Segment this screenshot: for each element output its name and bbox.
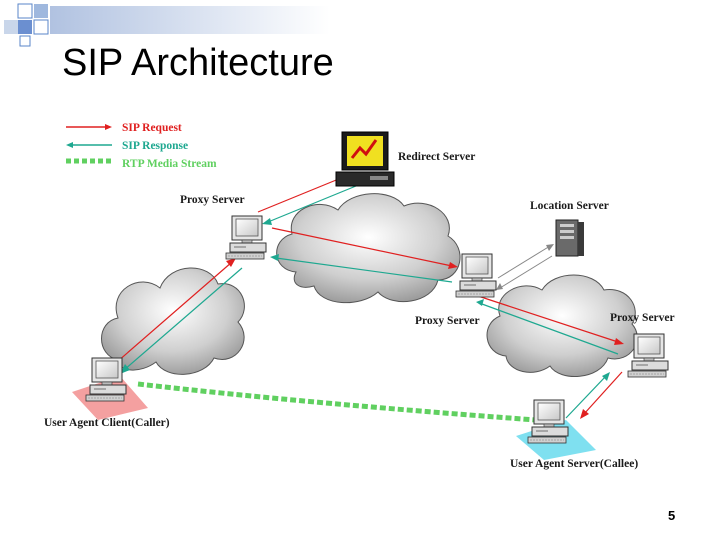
location-server: Location Server [530, 200, 609, 257]
legend-sip-request-label: SIP Request [122, 122, 182, 134]
legend-sip-response: SIP Response [66, 140, 188, 152]
proxy-server-right-label: Proxy Server [610, 312, 675, 324]
legend-sip-request: SIP Request [66, 122, 182, 134]
proxy-server-right: Proxy Server [610, 312, 675, 378]
location-server-label: Location Server [530, 200, 609, 212]
cloud-left [101, 267, 245, 375]
sip-response-arrows [120, 185, 619, 419]
user-agent-caller: User Agent Client(Caller) [44, 357, 170, 429]
redirect-server-label: Redirect Server [398, 151, 475, 163]
user-agent-caller-label: User Agent Client(Caller) [44, 417, 170, 429]
user-agent-callee: User Agent Server(Callee) [510, 399, 638, 470]
user-agent-callee-label: User Agent Server(Callee) [510, 458, 638, 470]
legend-sip-response-label: SIP Response [122, 140, 188, 152]
proxy-server-middle: Proxy Server [415, 253, 497, 327]
proxy-server-left: Proxy Server [180, 194, 267, 260]
legend-rtp-media-stream-label: RTP Media Stream [122, 158, 217, 170]
proxy-server-left-label: Proxy Server [180, 194, 245, 206]
proxy-server-middle-label: Proxy Server [415, 315, 480, 327]
slide-title: SIP Architecture [62, 42, 334, 84]
rtp-media-stream-path [137, 381, 537, 423]
legend: SIP Request SIP Response RTP Media Strea… [66, 122, 217, 170]
redirect-server: Redirect Server [335, 131, 475, 187]
cloud-right [486, 274, 638, 377]
corner-decoration [4, 3, 330, 47]
location-query-arrows [496, 244, 554, 290]
page-number: 5 [668, 508, 676, 523]
legend-rtp-media-stream: RTP Media Stream [66, 158, 217, 170]
